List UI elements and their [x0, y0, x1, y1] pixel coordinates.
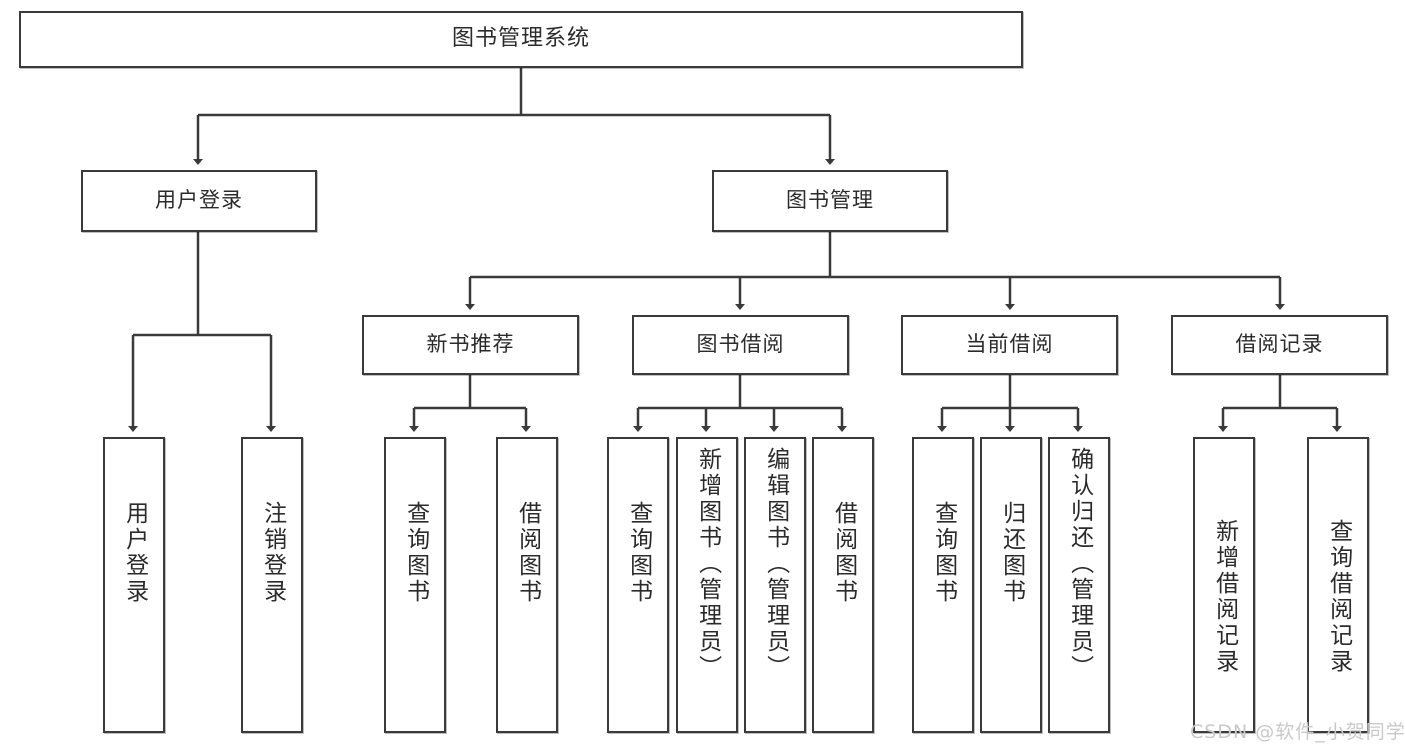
leaf-current-borrow-query-book[interactable]: 查询图书	[912, 437, 974, 733]
node-label: 新增借阅记录	[1211, 519, 1238, 675]
leaf-borrow-record-add-record[interactable]: 新增借阅记录	[1193, 437, 1255, 733]
node-label: 编辑图书（管理员）	[762, 447, 789, 681]
node-label: 注销登录	[259, 501, 286, 605]
node-root-book-management-system[interactable]: 图书管理系统	[19, 11, 1023, 68]
node-label: 图书管理	[786, 188, 874, 213]
leaf-new-book-query-book[interactable]: 查询图书	[384, 437, 446, 733]
node-current-borrow[interactable]: 当前借阅	[901, 315, 1118, 375]
node-book-borrow[interactable]: 图书借阅	[632, 315, 849, 375]
leaf-current-borrow-return-book[interactable]: 归还图书	[980, 437, 1042, 733]
node-book-management[interactable]: 图书管理	[712, 170, 948, 232]
node-label: 借阅图书	[514, 501, 541, 605]
node-user-login[interactable]: 用户登录	[81, 170, 317, 232]
leaf-user-login-login[interactable]: 用户登录	[103, 437, 165, 733]
leaf-book-borrow-add-book[interactable]: 新增图书（管理员）	[676, 437, 738, 733]
leaf-borrow-record-query-record[interactable]: 查询借阅记录	[1307, 437, 1369, 733]
leaf-new-book-borrow-book[interactable]: 借阅图书	[496, 437, 558, 733]
leaf-book-borrow-query-book[interactable]: 查询图书	[607, 437, 669, 733]
node-label: 查询图书	[930, 501, 957, 605]
node-label: 当前借阅	[965, 332, 1054, 357]
node-label: 借阅记录	[1235, 332, 1324, 357]
node-label: 借阅图书	[830, 501, 857, 605]
csdn-watermark: CSDN @软件_小贺同学	[1190, 721, 1405, 743]
leaf-book-borrow-edit-book[interactable]: 编辑图书（管理员）	[744, 437, 806, 733]
node-borrow-record[interactable]: 借阅记录	[1171, 315, 1388, 375]
leaf-current-borrow-confirm-return[interactable]: 确认归还（管理员）	[1048, 437, 1110, 733]
node-label: 查询图书	[625, 501, 652, 605]
node-label: 图书管理系统	[451, 26, 590, 52]
node-new-book-recommend[interactable]: 新书推荐	[362, 315, 579, 375]
node-label: 确认归还（管理员）	[1066, 447, 1093, 681]
node-label: 查询借阅记录	[1325, 519, 1352, 675]
leaf-book-borrow-borrow-book[interactable]: 借阅图书	[812, 437, 874, 733]
node-label: 查询图书	[402, 501, 429, 605]
node-label: 用户登录	[121, 501, 148, 605]
leaf-user-login-logout[interactable]: 注销登录	[241, 437, 303, 733]
node-label: 新增图书（管理员）	[694, 447, 721, 681]
node-label: 用户登录	[155, 188, 243, 213]
node-label: 新书推荐	[426, 332, 515, 357]
node-label: 归还图书	[998, 501, 1025, 605]
node-label: 图书借阅	[696, 332, 785, 357]
